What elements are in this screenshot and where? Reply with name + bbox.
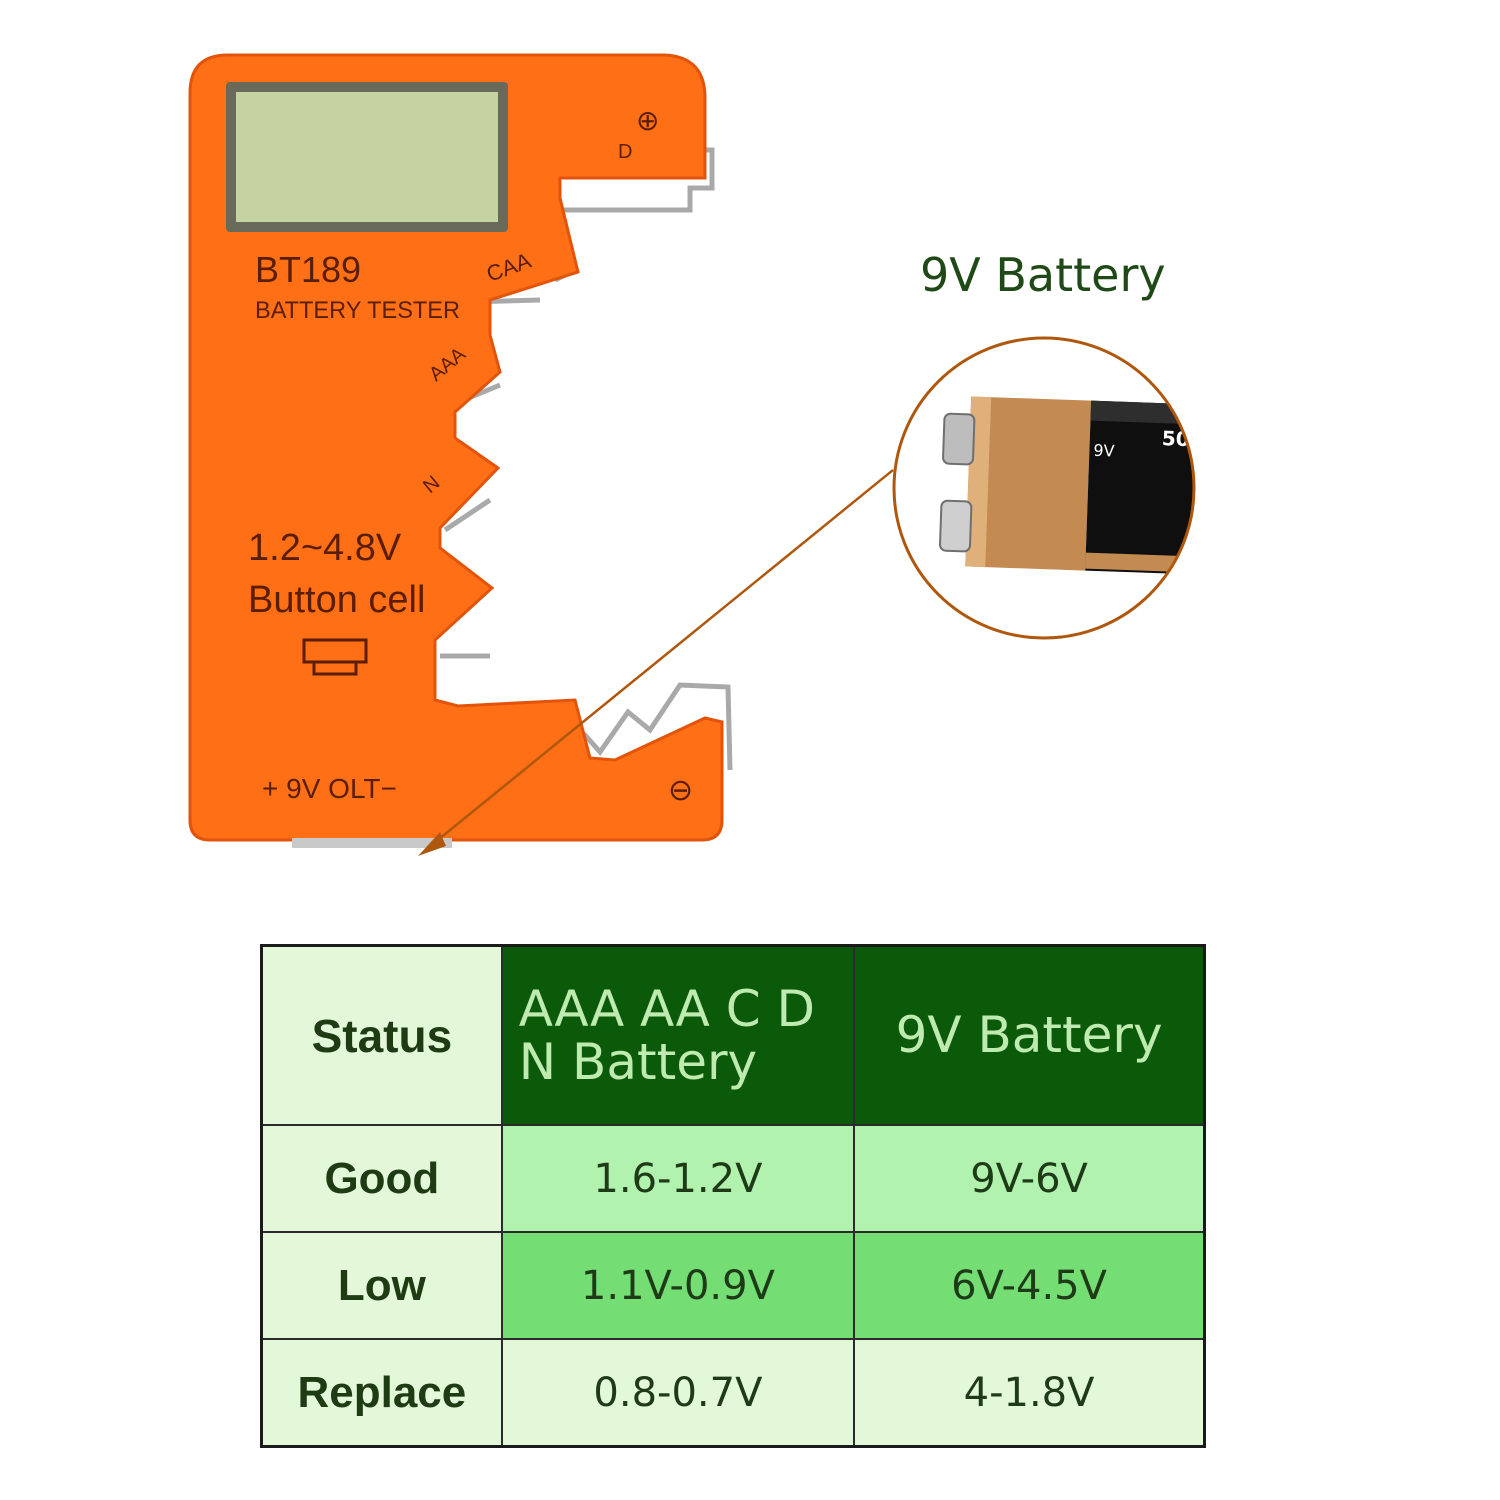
- header-9v-battery: 9V Battery: [853, 944, 1206, 1127]
- cell-9v-low: 6V-4.5V: [853, 1231, 1206, 1341]
- table-row: Replace 0.8-0.7V 4-1.8V: [260, 1338, 1206, 1448]
- table-row: Good 1.6-1.2V 9V-6V: [260, 1124, 1206, 1234]
- callout-title: 9V Battery: [920, 248, 1166, 302]
- battery-label-9v: 9V: [1093, 441, 1115, 461]
- cell-aaa-low: 1.1V-0.9V: [500, 1231, 856, 1341]
- cell-aaa-good: 1.6-1.2V: [500, 1124, 856, 1234]
- lcd-screen: [236, 92, 498, 222]
- battery-tester-illustration: BT189 BATTERY TESTER D ⊕ CAA AAA N 1.2~4…: [188, 53, 1196, 856]
- nine-volt-label: + 9V OLT−: [262, 773, 397, 804]
- model-label: BT189: [255, 249, 361, 290]
- row-label-low: Low: [260, 1231, 503, 1341]
- button-cell-icon: [302, 638, 368, 676]
- bottom-connector: [292, 838, 452, 848]
- plus-icon: ⊕: [636, 105, 659, 136]
- callout-circle: [892, 336, 1196, 640]
- minus-icon: ⊖: [668, 774, 693, 807]
- subtitle-label: BATTERY TESTER: [255, 297, 460, 324]
- callout-arrow: [418, 469, 894, 856]
- tester-body: [188, 53, 724, 842]
- button-cell-label: Button cell: [248, 579, 425, 621]
- cell-9v-good: 9V-6V: [853, 1124, 1206, 1234]
- cell-9v-replace: 4-1.8V: [853, 1338, 1206, 1448]
- row-label-good: Good: [260, 1124, 503, 1234]
- header-status: Status: [260, 944, 503, 1127]
- cell-aaa-replace: 0.8-0.7V: [500, 1338, 856, 1448]
- voltage-table: Status AAA AA C D N Battery 9V Battery G…: [260, 944, 1206, 1448]
- table-header-row: Status AAA AA C D N Battery 9V Battery: [260, 944, 1206, 1127]
- slot-d-label: D: [618, 141, 632, 163]
- table-row: Low 1.1V-0.9V 6V-4.5V: [260, 1231, 1206, 1341]
- range-label: 1.2~4.8V: [248, 527, 402, 569]
- row-label-replace: Replace: [260, 1338, 503, 1448]
- nine-volt-battery-closeup: 9V 50: [894, 338, 1194, 638]
- header-aaa-battery: AAA AA C D N Battery: [500, 944, 856, 1127]
